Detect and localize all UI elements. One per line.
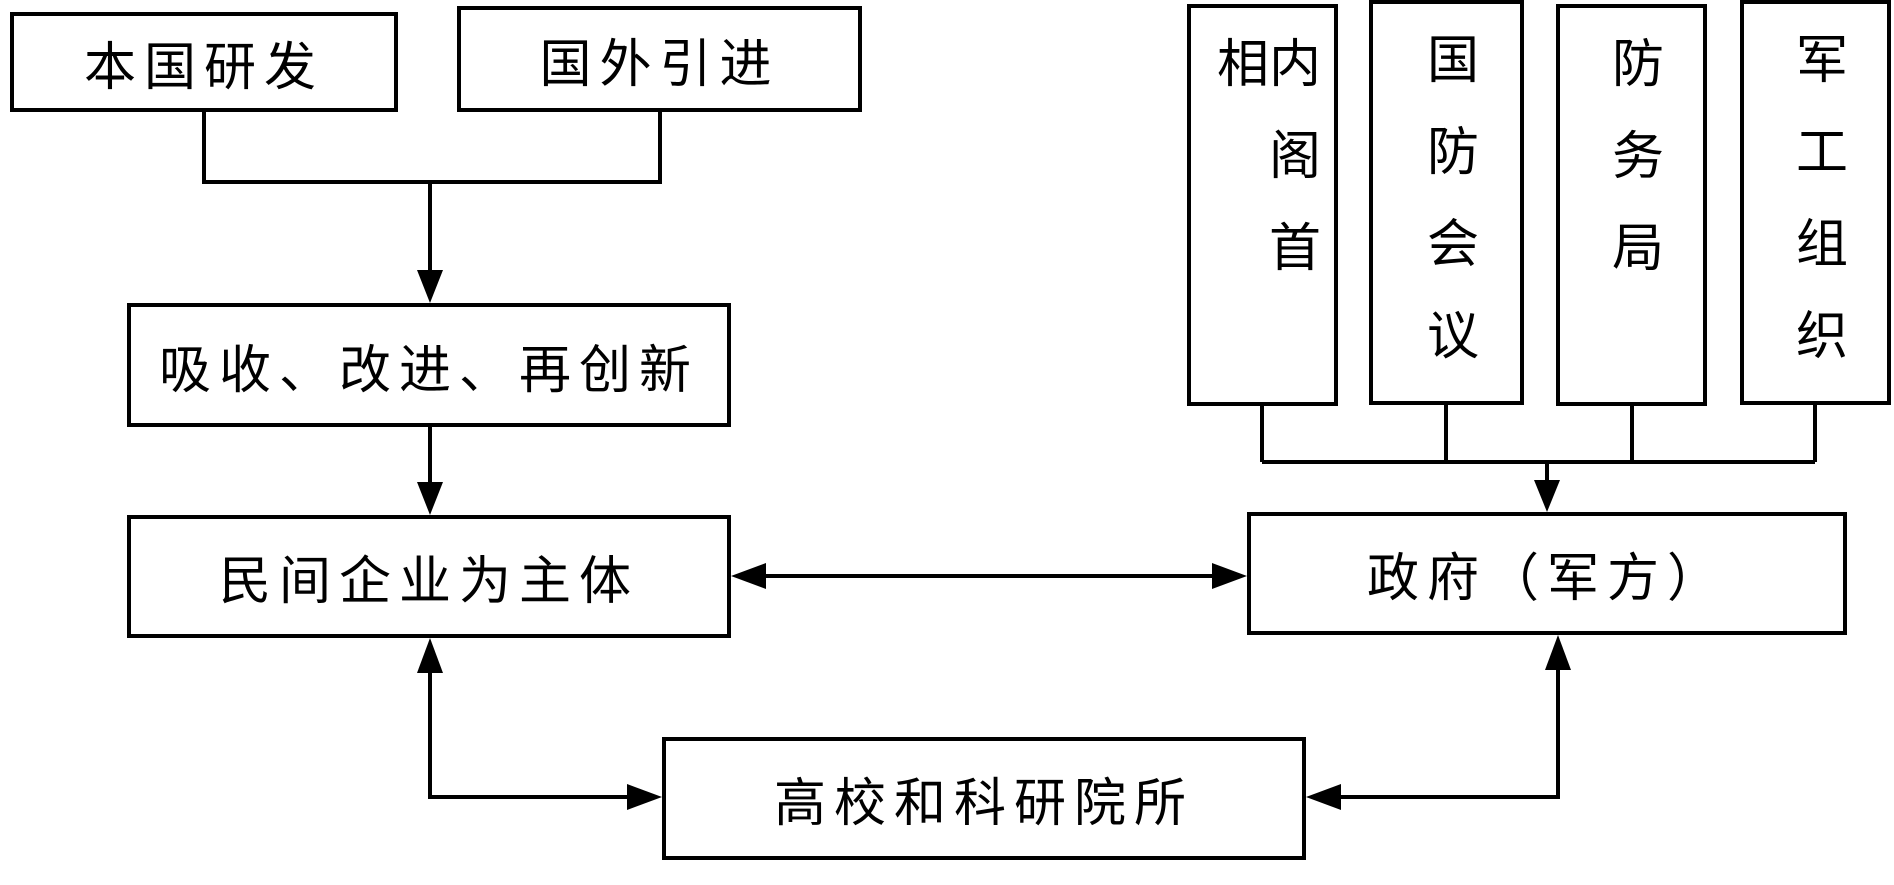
connector-universities-government [1306,635,1571,810]
arrow-absorb-to-private [417,427,443,515]
box-defense-council-label: 国防会议 [1418,32,1476,400]
connector-merge-top-left [202,112,662,303]
box-government: 政府（军方） [1247,512,1847,635]
box-domestic-rd: 本国研发 [10,12,398,112]
box-defense-bureau-label: 防务局 [1603,36,1661,312]
box-foreign-import: 国外引进 [457,6,862,112]
box-private-enterprise: 民间企业为主体 [127,515,731,638]
box-absorb-improve: 吸收、改进、再创新 [127,303,731,427]
box-defense-council: 国防会议 [1369,0,1524,405]
double-arrow-private-government [731,563,1247,589]
box-cabinet-pm: 内阁首相 [1187,4,1338,406]
box-military-org: 军工组织 [1740,0,1891,405]
box-military-org-label: 军工组织 [1787,32,1845,400]
box-defense-bureau: 防务局 [1556,4,1707,406]
connector-merge-government [1260,405,1817,512]
box-universities: 高校和科研院所 [662,737,1306,860]
connector-private-universities [417,638,662,810]
box-cabinet-pm-label: 内阁首相 [1208,36,1318,312]
